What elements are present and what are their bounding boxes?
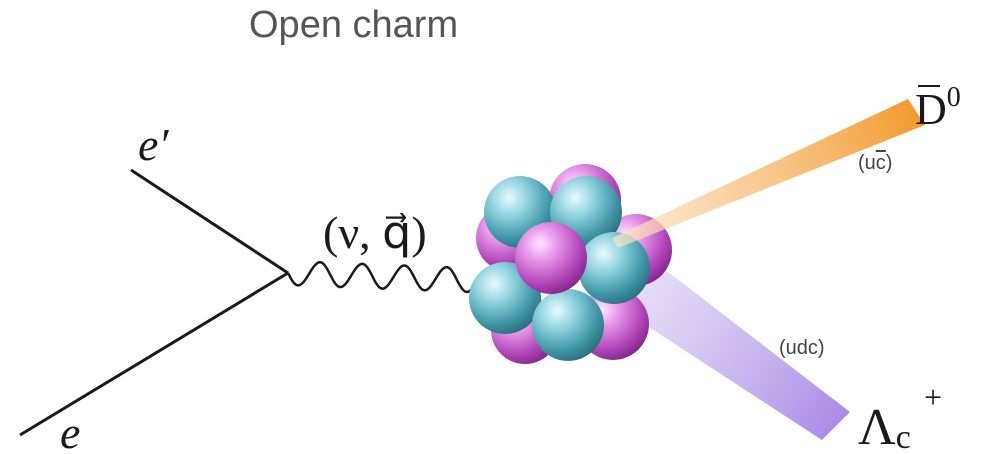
lambda-c-subscript: c <box>896 419 911 454</box>
dbar-quark-prefix: (u <box>858 152 876 174</box>
scattered-electron-line <box>130 168 289 275</box>
dbar-quark-suffix: ) <box>886 152 893 174</box>
dbar-meson-label: D0 <box>915 82 961 134</box>
lambda-c-label: Λc + <box>858 379 942 454</box>
scattered-electron-label: e′ <box>138 119 169 170</box>
incoming-electron-label: e <box>60 407 80 454</box>
dbar-quark-bar: c <box>876 152 886 174</box>
lambda-quark-content: (udc) <box>779 337 825 359</box>
incoming-electron-line <box>19 271 289 437</box>
lambda-c-name: Λ <box>858 399 896 454</box>
lambda-c-superscript: + <box>924 379 942 415</box>
virtual-photon-label: (ν, q⃗) <box>323 207 427 258</box>
dbar-jet <box>612 99 925 248</box>
lambda-c-jet <box>615 250 850 440</box>
dbar-quark-content: (uc) <box>858 152 892 174</box>
dbar-meson-name: D <box>915 85 947 134</box>
nucleon-magenta <box>515 222 587 294</box>
dbar-meson-superscript: 0 <box>947 82 961 113</box>
nucleon-teal <box>532 289 604 361</box>
nucleus <box>469 164 672 364</box>
nucleon-teal <box>578 232 650 304</box>
page-title: Open charm <box>249 4 459 46</box>
